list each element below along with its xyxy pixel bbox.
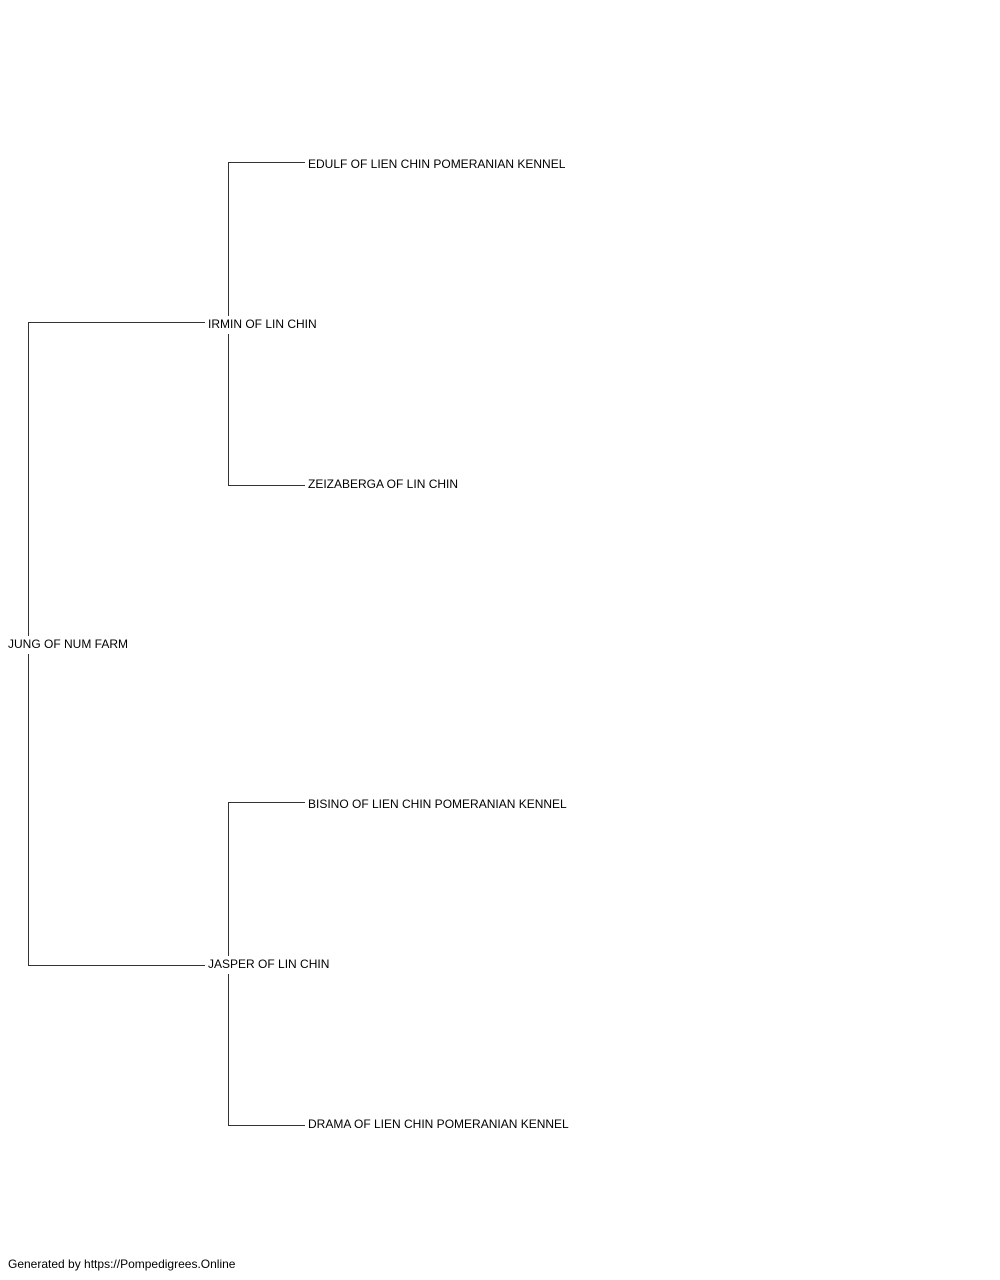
dam-name: JASPER OF LIN CHIN <box>208 957 332 971</box>
connector-subject-dam <box>28 654 205 966</box>
connector-dam-sire <box>228 802 305 956</box>
connector-dam-dam <box>228 974 305 1126</box>
connector-subject-sire <box>28 322 205 636</box>
sire-sire-name: EDULF OF LIEN CHIN POMERANIAN KENNEL <box>308 157 568 171</box>
dam-sire-name: BISINO OF LIEN CHIN POMERANIAN KENNEL <box>308 797 569 811</box>
connector-sire-dam <box>228 334 305 486</box>
generated-by-footer: Generated by https://Pompedigrees.Online <box>8 1257 236 1271</box>
sire-dam-name: ZEIZABERGA OF LIN CHIN <box>308 477 461 491</box>
subject-name: JUNG OF NUM FARM <box>8 637 130 651</box>
connector-sire-sire <box>228 162 305 316</box>
dam-dam-name: DRAMA OF LIEN CHIN POMERANIAN KENNEL <box>308 1117 571 1131</box>
sire-name: IRMIN OF LIN CHIN <box>208 317 319 331</box>
